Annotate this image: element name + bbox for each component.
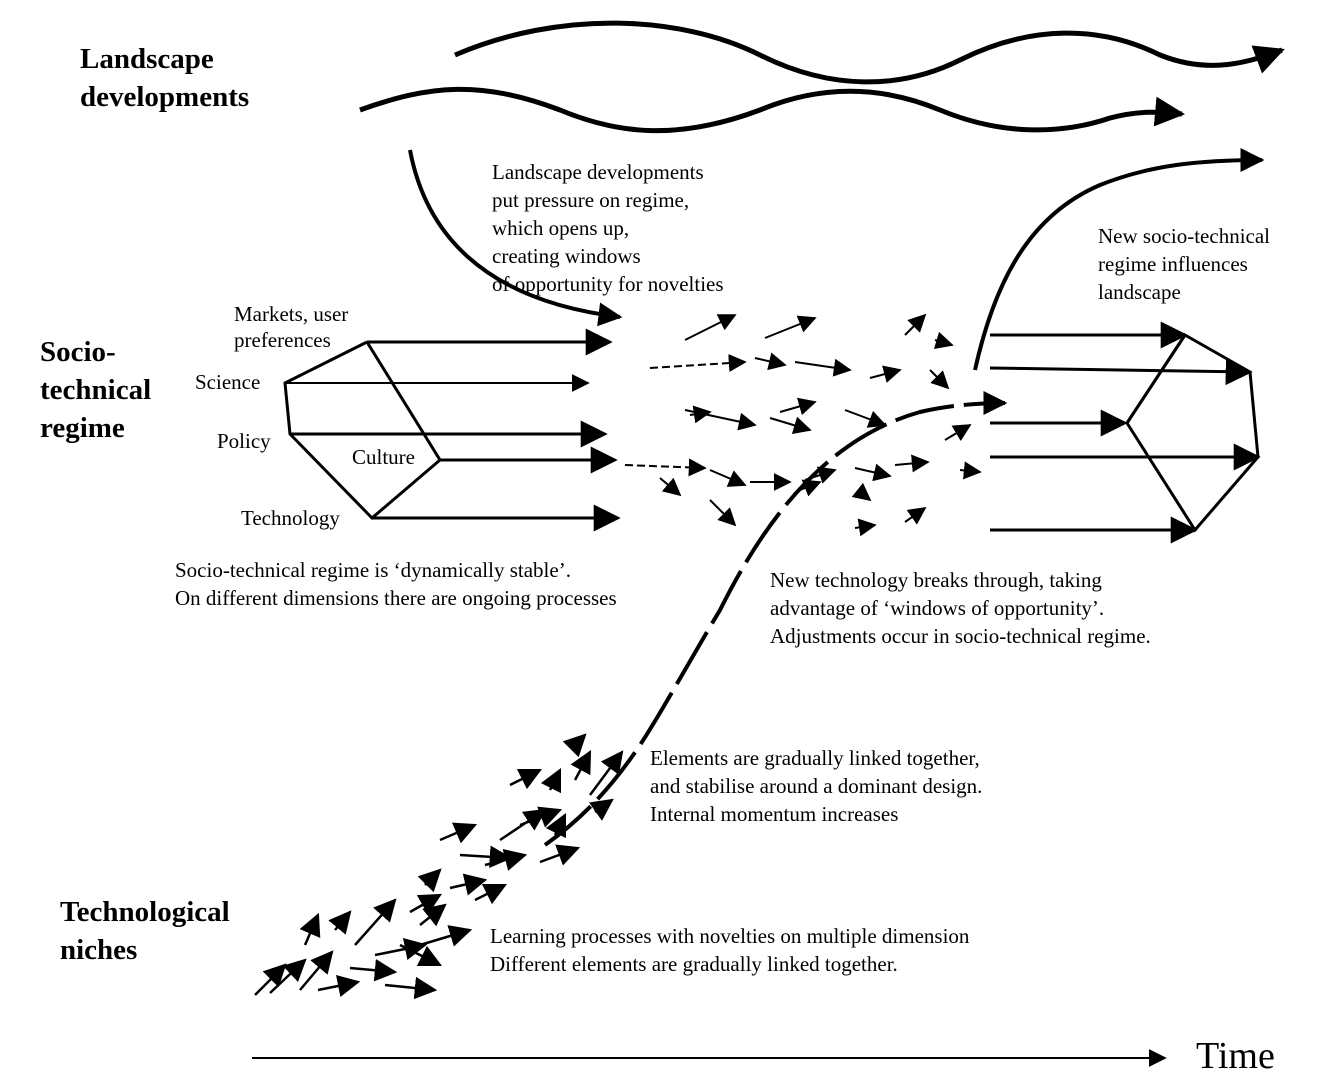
regime-prism-left — [283, 328, 621, 532]
dimension-policy-label: Policy — [217, 429, 271, 453]
window-arrow — [854, 518, 877, 537]
niche-arrow — [419, 925, 473, 947]
window-arrow — [684, 314, 737, 341]
dimension-technology-label: Technology — [241, 506, 340, 530]
niche-arrow — [349, 959, 398, 982]
window-arrow — [659, 477, 682, 497]
window-arrow — [944, 424, 972, 442]
window-arrow — [799, 479, 822, 497]
niche-arrow — [459, 845, 513, 869]
window-arrow — [851, 482, 872, 502]
niche-arrow — [384, 976, 438, 1000]
landscape-heading: Landscape developments — [80, 43, 250, 113]
niche-arrow — [328, 910, 352, 935]
window-arrow — [769, 416, 812, 434]
window-arrow — [844, 409, 887, 428]
prism-outline-right — [1125, 333, 1260, 533]
niche-arrow — [540, 767, 562, 794]
prism-outline-left — [283, 340, 442, 521]
window-arrow — [933, 331, 954, 350]
window-arrow — [959, 461, 982, 480]
window-arrow — [869, 365, 902, 383]
niche-arrow — [570, 750, 592, 781]
niche-arrow — [562, 733, 587, 758]
niches-heading: Technological niches — [60, 896, 230, 966]
window-arrow — [904, 313, 927, 336]
landscape-wave-upper — [454, 20, 1285, 85]
pressure-arrow — [408, 149, 623, 327]
niche-arrow — [439, 822, 478, 844]
window-arrow — [754, 352, 787, 371]
niche-arrow — [299, 950, 334, 991]
niche-arrows — [254, 733, 624, 1000]
niche-arrow — [519, 806, 563, 828]
landscape-pressure-note: Landscape developments put pressure on r… — [492, 160, 724, 296]
niche-arrow — [474, 883, 508, 905]
niche-arrow — [317, 974, 361, 998]
niche-arrow — [417, 868, 442, 893]
niche-arrow — [254, 963, 287, 996]
landscape-wave-lower — [359, 86, 1185, 134]
dimension-culture-label: Culture — [352, 445, 415, 469]
time-axis-label: Time — [1196, 1035, 1275, 1077]
linked-note: Elements are gradually linked together, … — [650, 746, 983, 826]
niche-arrow — [354, 898, 397, 946]
regime-influence-arrow — [973, 148, 1265, 371]
niche-arrow — [399, 943, 443, 967]
niche-arrow — [269, 958, 307, 994]
window-arrow — [684, 409, 757, 431]
breakthrough-note: New technology breaks through, taking ad… — [770, 568, 1151, 648]
niche-arrow — [419, 903, 447, 927]
window-arrow — [624, 458, 707, 477]
dimension-science-label: Science — [195, 370, 261, 394]
window-arrow — [854, 463, 892, 482]
niche-arrow — [545, 812, 567, 839]
regime-stable-note: Socio-technical regime is ‘dynamically s… — [175, 558, 617, 610]
learning-note: Learning processes with novelties on mul… — [490, 924, 970, 976]
window-arrows — [624, 313, 982, 537]
regime-prism-right — [989, 321, 1261, 544]
window-arrow — [689, 405, 712, 424]
niche-arrow — [299, 912, 321, 946]
landscape-wave-arrows — [359, 20, 1285, 134]
window-arrow — [709, 469, 747, 487]
niche-arrow — [588, 750, 624, 796]
window-arrow — [929, 369, 950, 390]
window-arrow — [894, 454, 930, 473]
window-arrow — [709, 499, 737, 527]
niche-arrow — [484, 848, 528, 871]
niche-arrow — [588, 798, 614, 821]
new-regime-note: New socio-technical regime influences la… — [1098, 224, 1271, 304]
niche-arrow — [409, 893, 442, 915]
window-arrow — [764, 315, 817, 339]
niche-arrow — [374, 937, 428, 961]
window-arrow — [794, 358, 852, 377]
niche-arrow — [449, 873, 488, 896]
window-arrow — [779, 397, 817, 416]
dimension-markets-label: Markets, user preferences — [234, 302, 349, 352]
regime-heading: Socio- technical regime — [40, 336, 152, 444]
window-arrow — [904, 506, 927, 525]
niche-arrow — [539, 844, 581, 866]
window-arrow — [649, 354, 747, 373]
niche-arrow — [509, 768, 543, 790]
